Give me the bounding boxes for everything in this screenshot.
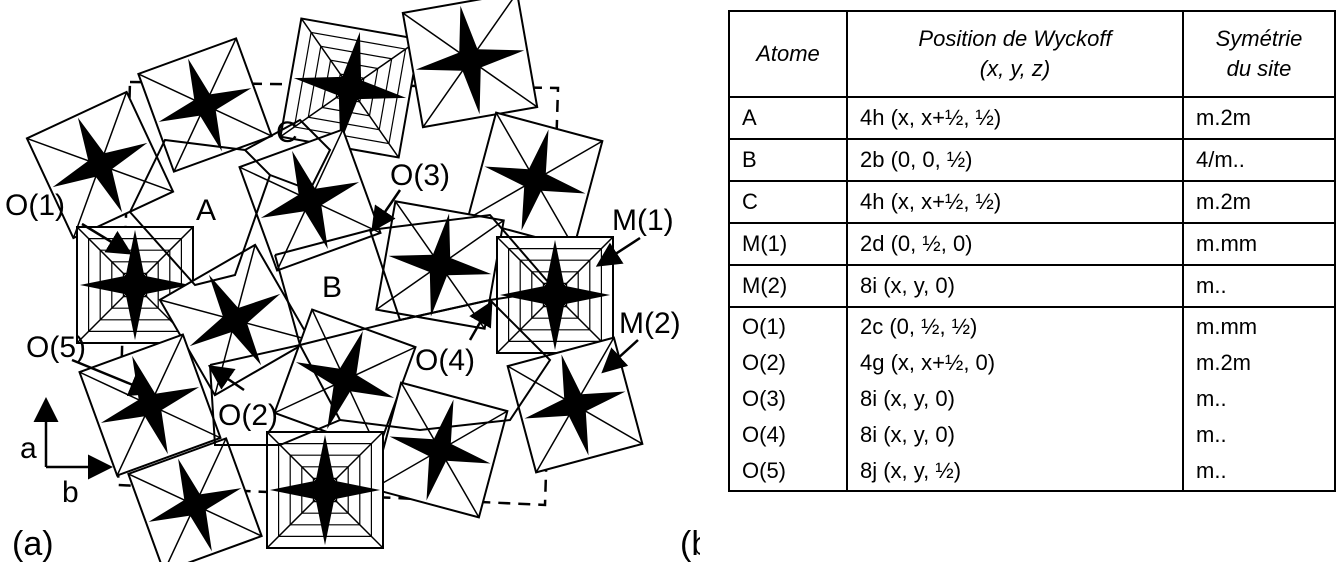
metal-label-m2: M(2) [619,307,681,340]
table-row: M(1) 2d (0, ½, 0) m.mm [728,222,1336,266]
hatched-octahedron [496,236,614,354]
hatched-octahedron [279,17,421,159]
header-position-line2: (x, y, z) [979,56,1051,81]
oxygen-table-row: O(1) O(2) O(3) O(4) O(5) 2c (0, ½, ½) 4g… [728,306,1336,492]
table-header-row: Atome Position de Wyckoff (x, y, z) Symé… [728,10,1336,98]
arrow-o5 [71,358,155,396]
oxygen-label-o1: O(1) [5,189,65,222]
symmetry-cell: m.mm [1182,222,1336,266]
site-label-b: B [322,271,342,304]
table-row: A 4h (x, x+½, ½) m.2m [728,96,1336,140]
header-position: Position de Wyckoff (x, y, z) [846,10,1184,98]
wyckoff-table: Atome Position de Wyckoff (x, y, z) Symé… [728,10,1336,492]
octahedron [401,0,539,129]
arrow-o4 [468,300,493,341]
header-position-line1: Position de Wyckoff [918,26,1112,51]
site-label-a: A [196,194,216,227]
symmetry-cell: 4/m.. [1182,138,1336,182]
octahedron [506,336,644,474]
atom-cell: M(1) [728,222,848,266]
arrow-o2 [207,365,245,392]
oxygen-position-o3: 8i (x, y, 0) [860,386,955,411]
arrow-m2 [601,339,639,374]
oxygen-atom-o1: O(1) [742,314,786,339]
octahedron [127,437,263,562]
oxygen-symmetry-o5: m.. [1196,458,1227,483]
atom-cell: M(2) [728,264,848,308]
position-cell: 2b (0, 0, ½) [846,138,1184,182]
oxygen-atom-o2: O(2) [742,350,786,375]
arrow-o3 [371,189,402,233]
crystal-structure-diagram: A B C O(1) O(2) O(3) O(4) O(5) M(1) M(2)… [5,0,700,562]
oxygen-position-o5: 8j (x, y, ½) [860,458,962,483]
header-atome-text: Atome [756,41,820,66]
hatched-octahedron [76,226,194,344]
hatched-octahedron [266,431,384,549]
octahedron [238,128,382,272]
position-cell: 4h (x, x+½, ½) [846,96,1184,140]
oxygen-position-o2: 4g (x, x+½, 0) [860,350,996,375]
oxygen-symmetry-o2: m.2m [1196,350,1251,375]
metal-label-m1: M(1) [612,204,674,237]
oxygen-label-o3: O(3) [390,159,450,192]
site-label-c: C [276,116,298,149]
header-symetrie-line2: du site [1226,56,1292,81]
header-symetrie: Symétrie du site [1182,10,1336,98]
oxygen-position-cell: 2c (0, ½, ½) 4g (x, x+½, 0) 8i (x, y, 0)… [846,306,1184,492]
axis-b-label: b [62,476,79,509]
octahedron [371,381,509,519]
oxygen-label-o4: O(4) [415,344,475,377]
arrow-o1 [81,222,133,255]
position-cell: 8i (x, y, 0) [846,264,1184,308]
position-cell: 4h (x, x+½, ½) [846,180,1184,224]
oxygen-symmetry-cell: m.mm m.2m m.. m.. m.. [1182,306,1336,492]
symmetry-cell: m.2m [1182,180,1336,224]
symmetry-cell: m.. [1182,264,1336,308]
position-cell: 2d (0, ½, 0) [846,222,1184,266]
oxygen-symmetry-o1: m.mm [1196,314,1258,339]
panel-label-a: (a) [12,525,54,562]
oxygen-atom-o5: O(5) [742,458,786,483]
axis-indicator [33,397,113,480]
arrow-m1 [595,236,641,267]
oxygen-position-o1: 2c (0, ½, ½) [860,314,978,339]
atom-cell: B [728,138,848,182]
oxygen-atom-o4: O(4) [742,422,786,447]
oxygen-atom-cell: O(1) O(2) O(3) O(4) O(5) [728,306,848,492]
oxygen-symmetry-o4: m.. [1196,422,1227,447]
oxygen-label-o5: O(5) [26,331,86,364]
oxygen-atom-o3: O(3) [742,386,786,411]
header-atome: Atome [728,10,848,98]
octahedron [137,37,273,173]
atom-cell: C [728,180,848,224]
oxygen-position-o4: 8i (x, y, 0) [860,422,955,447]
panel-label-b: (b) [680,525,700,562]
framework-lines [129,118,557,446]
oxygen-symmetry-o3: m.. [1196,386,1227,411]
octahedra-layer [25,0,644,562]
label-arrows [71,189,641,396]
symmetry-cell: m.2m [1182,96,1336,140]
header-symetrie-line1: Symétrie [1215,26,1303,51]
table-row: C 4h (x, x+½, ½) m.2m [728,180,1336,224]
octahedron [78,333,222,477]
octahedron [25,90,175,240]
oxygen-label-o2: O(2) [218,399,278,432]
table-row: B 2b (0, 0, ½) 4/m.. [728,138,1336,182]
table-row: M(2) 8i (x, y, 0) m.. [728,264,1336,308]
axis-a-label: a [20,432,37,465]
atom-cell: A [728,96,848,140]
